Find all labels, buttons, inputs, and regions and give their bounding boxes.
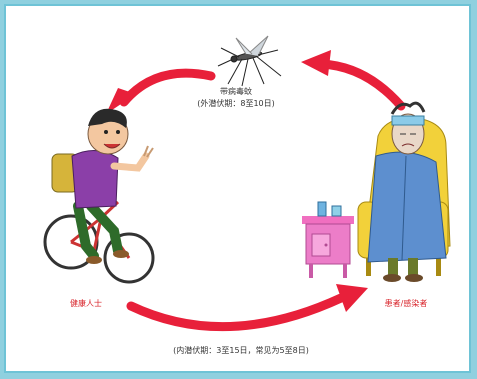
healthy-person-label: 健康人士 [70, 299, 102, 308]
inner-incubation-label: (内潜伏期：3至15日，常见为5至8日) [173, 346, 309, 355]
arrow-bottom [126, 284, 368, 332]
arrow-top-left [106, 68, 216, 114]
mosquito-title: 带病毒蚊 [220, 87, 252, 96]
patient-label: 患者/感染者 [384, 299, 428, 308]
table-icon [302, 201, 354, 278]
patient-figure [357, 101, 451, 282]
mosquito-period: (外潜伏期：8至10日) [197, 99, 275, 108]
mosquito-icon [217, 35, 282, 87]
cyclist-figure [43, 108, 155, 284]
cycle-illustration [43, 35, 451, 332]
diagram-frame: 带病毒蚊 (外潜伏期：8至10日) 健康人士 患者/感染者 (内潜伏期：3至15… [4, 4, 471, 373]
arrow-top-right [301, 50, 406, 111]
